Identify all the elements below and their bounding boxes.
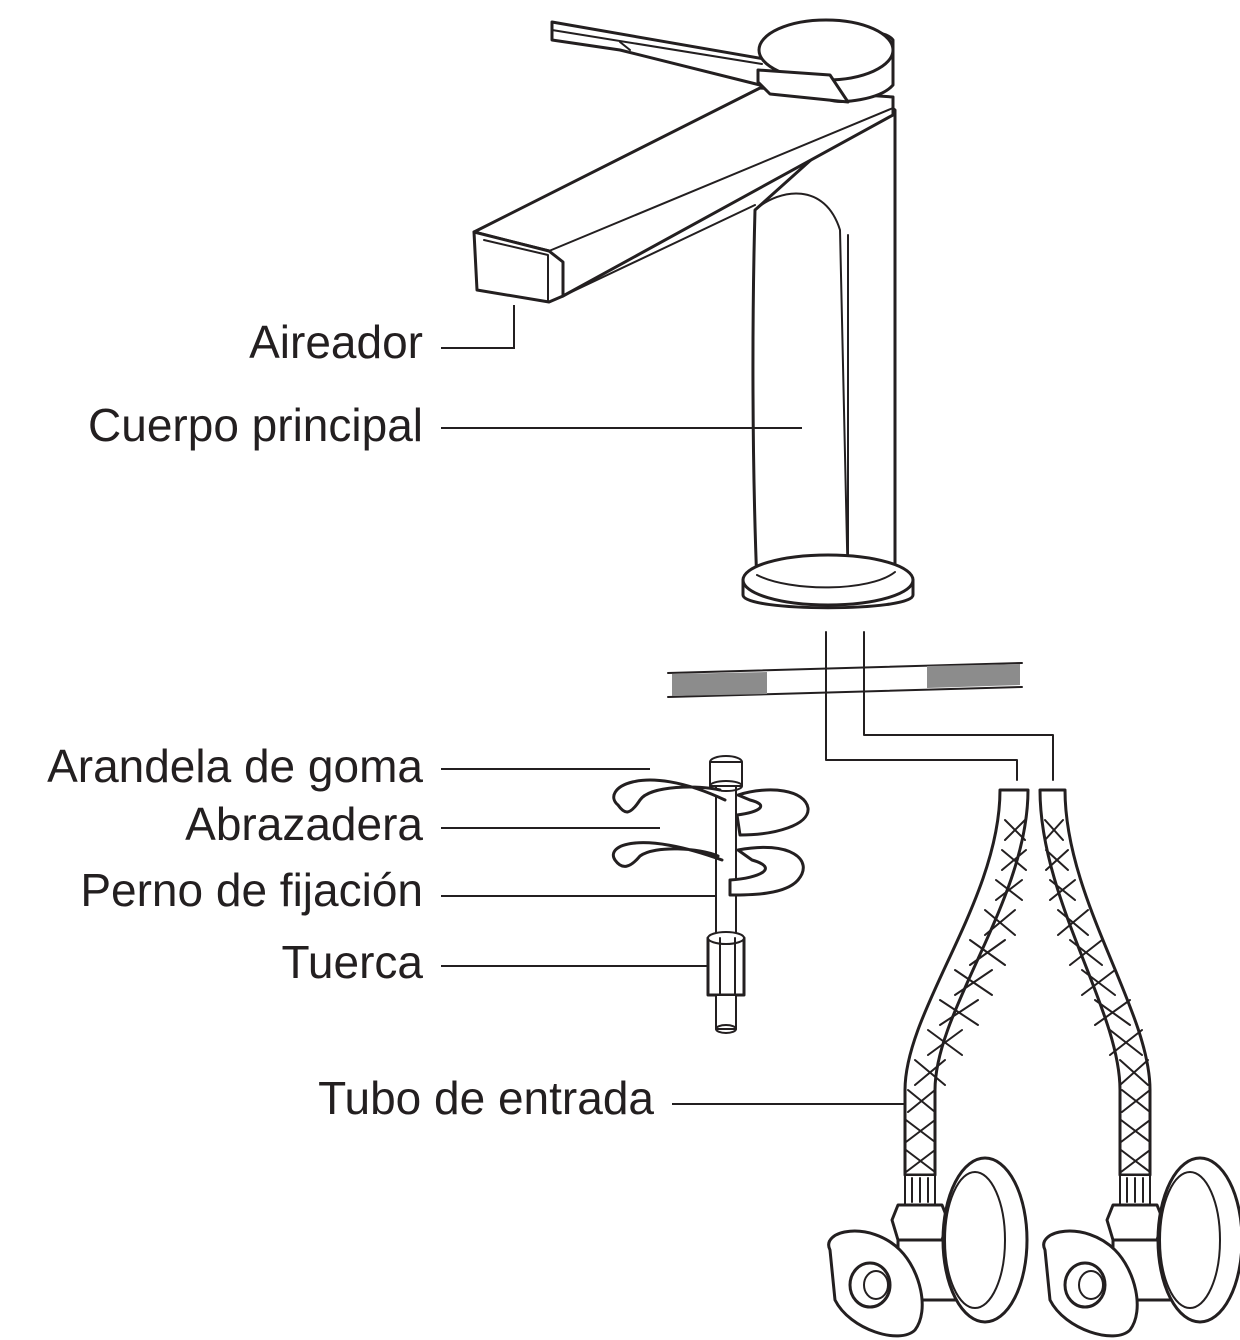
fixing-bolt-assembly: [706, 755, 746, 1034]
clamp: [611, 841, 805, 897]
inlet-hoses: [903, 788, 1152, 1177]
label-fixing-bolt: Perno de fijación: [80, 864, 423, 916]
faucet-handle: [550, 18, 895, 104]
label-nut: Tuerca: [282, 936, 424, 988]
supply-connection-lines: [825, 631, 1054, 781]
countertop-section: [667, 662, 1023, 698]
label-main-body: Cuerpo principal: [88, 399, 423, 451]
faucet-base-ring: [741, 553, 915, 610]
label-aerator: Aireador: [249, 316, 423, 368]
label-clamp: Abrazadera: [185, 798, 423, 850]
angle-valve-left: [827, 1156, 1029, 1338]
aerator-leader-line: [441, 305, 515, 349]
label-inlet-hose: Tubo de entrada: [318, 1072, 654, 1124]
label-rubber-washer: Arandela de goma: [47, 740, 423, 792]
faucet-main-body: [472, 86, 897, 592]
angle-valve-right: [1042, 1156, 1240, 1338]
rubber-washer: [612, 778, 810, 837]
